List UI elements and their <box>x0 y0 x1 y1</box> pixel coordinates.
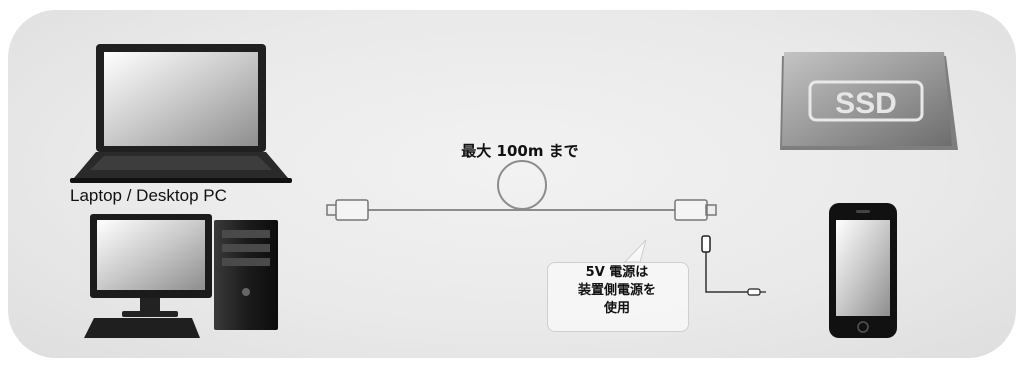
ssd-label: SSD <box>835 87 897 120</box>
callout-pointer <box>623 239 647 263</box>
usb-cable-icon <box>326 160 717 221</box>
ssd-icon: SSD <box>780 52 958 150</box>
laptop-icon <box>70 44 292 183</box>
power-note-line-2: 装置側電源を <box>577 283 656 298</box>
smartphone-icon <box>829 203 897 338</box>
max-range-label: 最大 100m まで <box>461 142 579 160</box>
power-plug-icon <box>701 235 766 296</box>
power-note-line-1: 5V 電源は <box>585 265 649 280</box>
power-note-line-3: 使用 <box>603 301 630 316</box>
power-callout <box>547 262 689 332</box>
desktop-pc-icon <box>84 214 278 338</box>
pc-label: Laptop / Desktop PC <box>70 186 227 205</box>
power-callout-text: 5V 電源は 装置側電源を 使用 <box>547 264 687 318</box>
